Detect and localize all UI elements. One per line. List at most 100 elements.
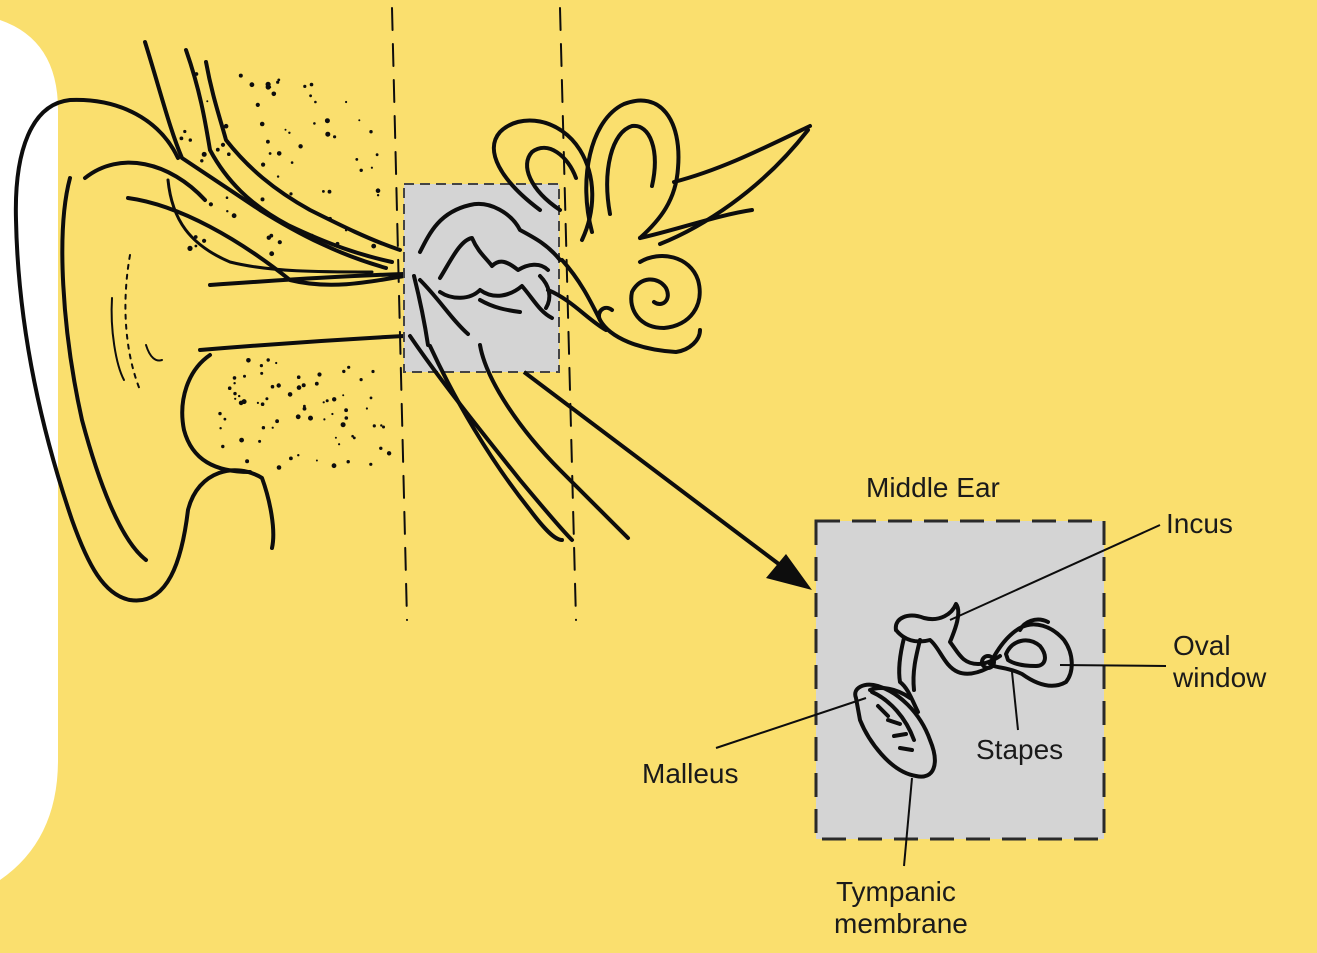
stipple-dot [262,426,265,429]
stipple-dot [221,445,224,448]
stipple-dot [218,412,221,415]
stipple-dot [221,143,225,147]
stipple-dot [246,358,251,363]
stipple-dot [369,463,372,466]
stipple-dot [216,148,220,152]
stipple-dot [316,460,318,462]
stipple-dot [296,414,301,419]
stipple-dot [373,424,376,427]
label-oval-window: Oval window [1173,630,1266,694]
stipple-dot [202,152,207,157]
stipple-dot [289,192,292,195]
stipple-dot [258,440,261,443]
stipple-dot [288,392,293,397]
label-oval-window-line1: Oval [1173,630,1266,662]
stipple-dot [371,167,373,169]
stipple-dot [379,447,382,450]
stipple-dot [377,194,379,196]
leader-oval-window [1060,665,1166,666]
stipple-dot [289,457,293,461]
stipple-dot [227,152,231,156]
stipple-dot [371,244,376,249]
stipple-dot [180,212,183,215]
stipple-dot [309,94,312,97]
stipple-dot [261,197,265,201]
stipple-dot [187,246,192,251]
stipple-dot [277,175,279,177]
stipple-dot [347,366,350,369]
stipple-dot [380,424,382,426]
stipple-dot [239,438,244,443]
label-malleus: Malleus [642,758,738,790]
stipple-dot [298,144,302,148]
stipple-dot [232,213,237,218]
stipple-dot [358,119,360,121]
stipple-dot [234,398,236,400]
stipple-dot [314,101,317,104]
stipple-dot [344,408,348,412]
stipple-dot [291,161,294,164]
temporal-bone [145,42,400,272]
stipple-dot [200,159,203,162]
stipple-dot [269,251,274,256]
stipple-dot [376,188,381,193]
stipple-dot [317,372,321,376]
stipple-dot [297,385,302,390]
stipple-dot [276,81,279,84]
stipple-dot [277,383,281,387]
stipple-dot [303,407,307,411]
stipple-dot [297,454,299,456]
stipple-dot [332,397,336,401]
stipple-dot [233,392,236,395]
stipple-dot [266,82,271,87]
zoom-arrow [524,372,812,590]
stipple-dot [202,239,206,243]
stipple-dot [265,397,268,400]
stipple-dot [219,427,221,429]
stipple-dot [328,217,332,221]
stipple-dot [242,399,247,404]
stipple-dot [355,158,358,161]
stipple-dot [345,229,347,231]
stipple-dot [315,382,319,386]
stipple-dot [224,124,229,129]
stipple-dot [183,130,186,133]
stipple-dot [322,190,325,193]
stipple-dot [228,386,232,390]
stipple-dot [195,245,198,248]
stipple-dot [277,151,282,156]
stipple-dot [243,375,246,378]
stipple-dot [310,83,314,87]
stipple-dot [341,422,346,427]
label-incus: Incus [1166,508,1233,540]
stipple-dot [311,234,314,237]
stipple-dot [257,402,259,404]
stipple-dot [233,382,235,384]
stipple-dot [288,132,290,134]
stipple-dot [297,375,301,379]
stipple-dot [333,135,336,138]
stipple-dot [345,101,347,103]
stipple-dot [269,152,272,155]
stipple-dot [371,370,374,373]
stipple-dot [272,92,277,97]
stipple-dot [308,416,313,421]
label-tympanic-line2: membrane [834,908,968,940]
stipple-dot [323,401,325,403]
stipple-dot [366,407,368,409]
stipple-dot [261,163,265,167]
stipple-dot [360,378,363,381]
stipple-dot [260,122,265,127]
stipple-dot [195,82,198,85]
stipple-dot [325,118,330,123]
stipple-dot [277,465,282,470]
stipple-dot [224,418,227,421]
stipple-dot [180,137,184,141]
stipple-dot [260,364,263,367]
label-oval-window-line2: window [1173,662,1266,694]
label-tympanic-membrane: Tympanic membrane [824,876,968,940]
stipple-dot [275,362,277,364]
stipple-dot [338,443,340,445]
